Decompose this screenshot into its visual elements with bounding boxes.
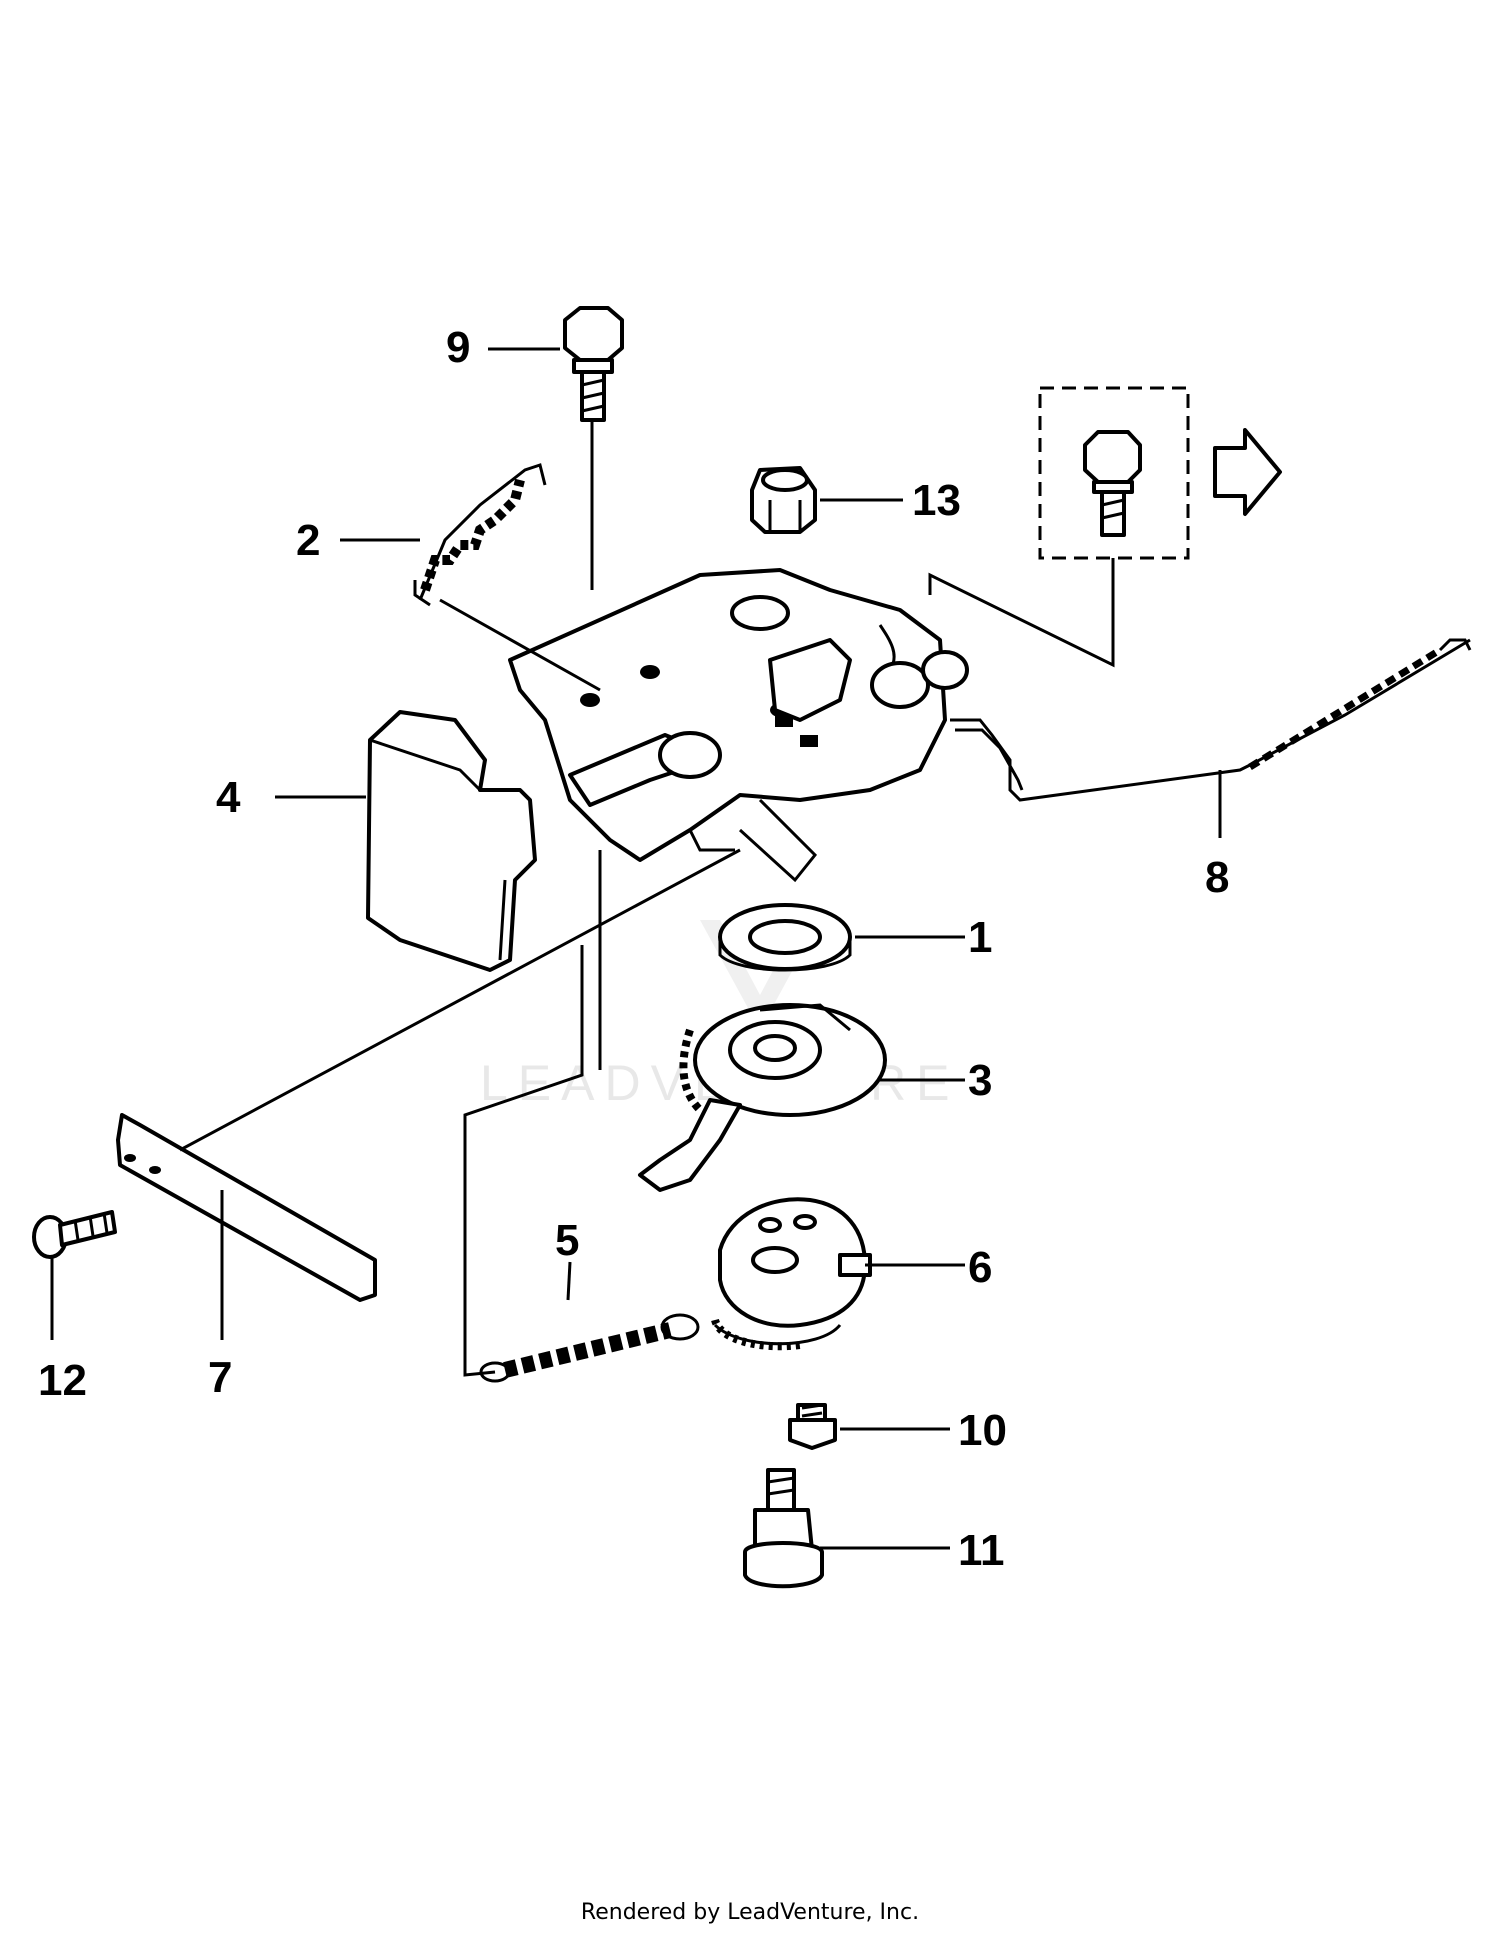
part-6-cam xyxy=(711,1197,872,1351)
part-9-bolt xyxy=(563,306,624,422)
callout-2: 2 xyxy=(296,516,320,565)
part-13-nut xyxy=(750,466,817,534)
part-5-spring xyxy=(479,1313,700,1383)
arrow-right-icon xyxy=(1213,428,1282,516)
part-7-strap xyxy=(116,1113,377,1302)
callout-9: 9 xyxy=(446,323,470,372)
callout-7: 7 xyxy=(208,1353,232,1402)
part-10-screw xyxy=(788,1403,837,1450)
callout-6: 6 xyxy=(968,1243,992,1292)
footer-credit: Rendered by LeadVenture, Inc. xyxy=(580,1900,920,1925)
callout-12: 12 xyxy=(38,1356,87,1405)
callouts: 1 2 3 4 5 6 7 8 9 10 11 12 13 xyxy=(38,323,1229,1575)
callout-11: 11 xyxy=(958,1526,1005,1575)
leader-lines xyxy=(50,347,1222,1550)
callout-1: 1 xyxy=(968,913,992,962)
part-3-lever xyxy=(638,1003,887,1192)
part-1-washer xyxy=(718,903,852,972)
main-bracket-plate xyxy=(508,568,969,883)
reference-bolt-box xyxy=(1038,386,1282,560)
callout-5: 5 xyxy=(555,1216,579,1265)
callout-13: 13 xyxy=(912,476,961,525)
part-8-rod xyxy=(950,638,1472,802)
part-2-spring xyxy=(413,463,601,692)
callout-3: 3 xyxy=(968,1056,992,1105)
part-4-cover xyxy=(366,710,537,972)
callout-10: 10 xyxy=(958,1406,1007,1455)
callout-8: 8 xyxy=(1205,853,1229,902)
part-12-screw xyxy=(32,1210,117,1259)
part-11-bolt xyxy=(743,1468,824,1589)
callout-4: 4 xyxy=(216,773,241,822)
